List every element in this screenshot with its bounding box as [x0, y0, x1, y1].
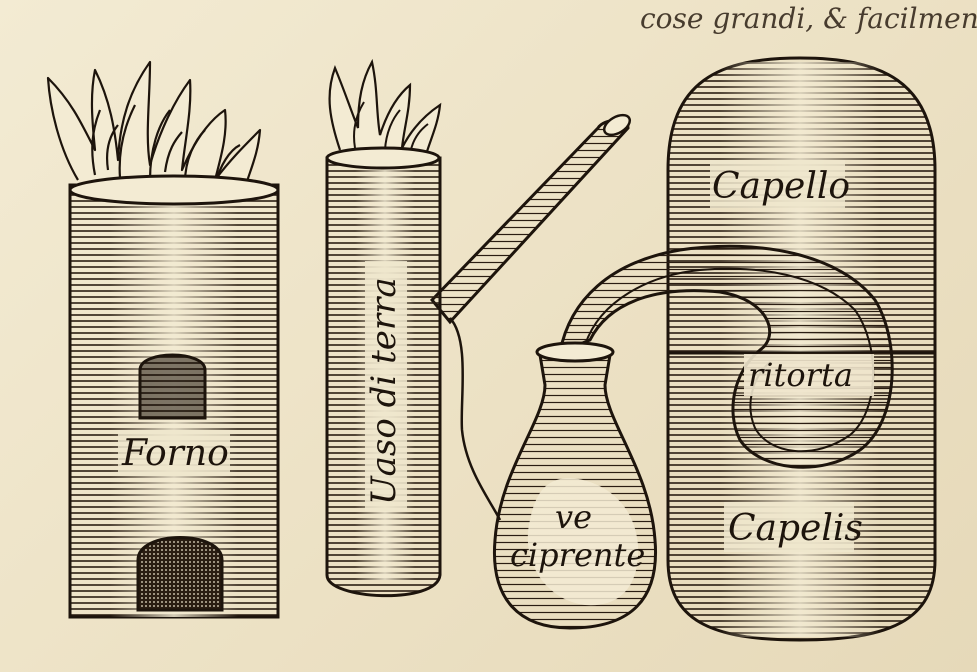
- receiver-label-line1: ve: [555, 498, 592, 536]
- vessel-label: Uaso di terra: [364, 277, 404, 505]
- receiver-flask: ve ciprente: [494, 343, 655, 628]
- hood-top-label: Capello: [712, 166, 850, 207]
- furnace-flames: [48, 62, 260, 188]
- connecting-tube: [450, 318, 500, 520]
- hood-bottom-label: Capelis: [728, 508, 863, 549]
- furnace: Forno: [48, 62, 278, 617]
- retort-label: ritorta: [748, 356, 853, 394]
- furnace-label: Forno: [121, 433, 229, 474]
- receiver-label-line2: ciprente: [510, 536, 645, 574]
